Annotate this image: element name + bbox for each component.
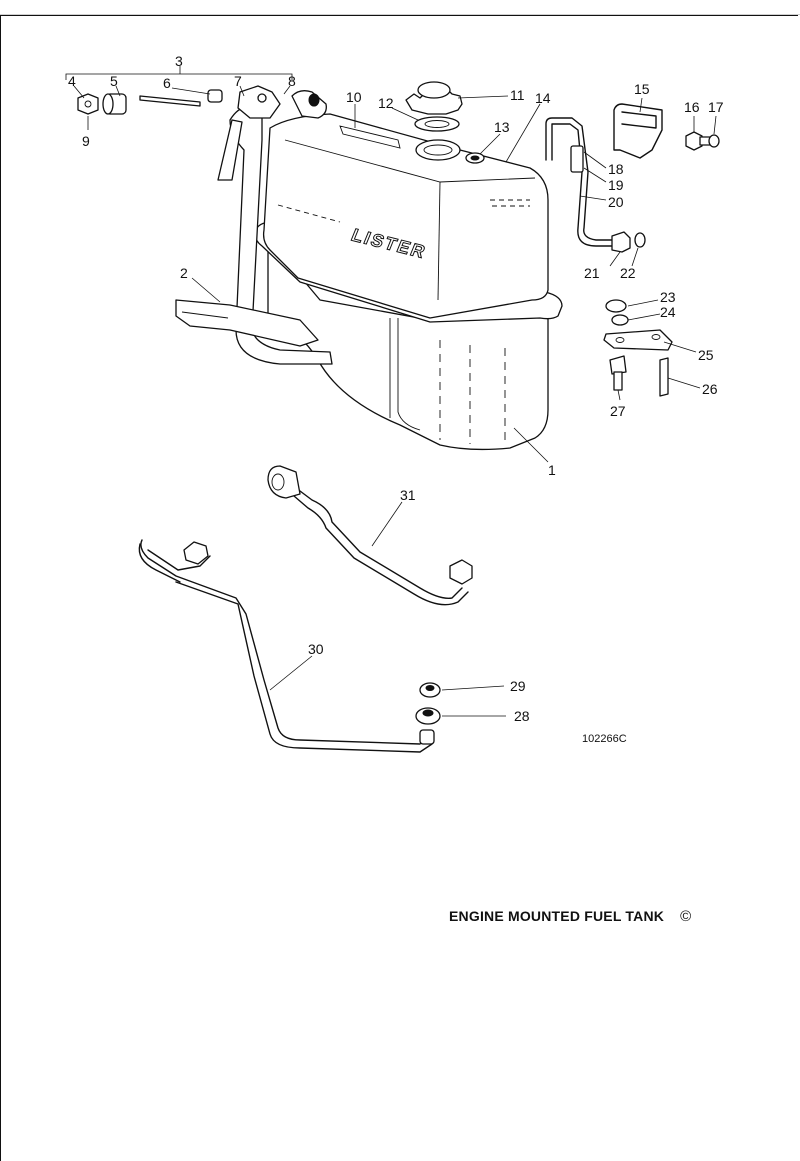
leader-lines (73, 66, 717, 717)
fuel-tank: LISTER (254, 113, 563, 451)
fuel-pipe-30 (138, 539, 435, 753)
label-27: 27 (610, 403, 626, 419)
olive-and-nut (415, 682, 441, 725)
label-5: 5 (110, 73, 118, 89)
filler-cap (405, 81, 463, 132)
label-29: 29 (510, 678, 526, 694)
label-14: 14 (535, 90, 551, 106)
clip-bracket (613, 103, 663, 159)
label-25: 25 (698, 347, 714, 363)
bolt-set (77, 89, 327, 119)
label-18: 18 (608, 161, 624, 177)
label-16: 16 (684, 99, 700, 115)
label-19: 19 (608, 177, 624, 193)
label-15: 15 (634, 81, 650, 97)
label-13: 13 (494, 119, 510, 135)
label-26: 26 (702, 381, 718, 397)
diagram-caption: ENGINE MOUNTED FUEL TANK © (449, 908, 691, 925)
label-12: 12 (378, 95, 394, 111)
label-1: 1 (548, 462, 556, 478)
label-8: 8 (288, 73, 296, 89)
bracket-hardware (603, 299, 673, 397)
drawing-reference: 102266C (582, 733, 627, 745)
group-bracket (65, 73, 293, 80)
label-7: 7 (234, 73, 242, 89)
label-23: 23 (660, 289, 676, 305)
label-24: 24 (660, 304, 676, 320)
caption-text: ENGINE MOUNTED FUEL TANK (449, 908, 665, 924)
label-11: 11 (510, 87, 525, 103)
label-17: 17 (708, 99, 724, 115)
label-31: 31 (400, 487, 416, 503)
fuel-pipe-31 (267, 465, 473, 606)
label-4: 4 (68, 73, 76, 89)
label-3: 3 (175, 53, 183, 69)
label-10: 10 (346, 89, 362, 105)
copyright-symbol: © (680, 908, 692, 925)
label-20: 20 (608, 194, 624, 210)
label-9: 9 (82, 133, 90, 149)
label-30: 30 (308, 641, 324, 657)
label-22: 22 (620, 265, 636, 281)
label-2: 2 (180, 265, 188, 281)
top-bar (0, 0, 800, 15)
label-28: 28 (514, 708, 530, 724)
label-21: 21 (584, 265, 600, 281)
mounting-strap (175, 85, 333, 365)
part-labels: 3 4 5 6 7 8 9 10 11 12 13 14 15 16 17 18… (68, 53, 724, 745)
label-6: 6 (163, 75, 171, 91)
fuel-pipe-upper (545, 117, 646, 253)
bolt-nut-16-17 (685, 131, 720, 151)
